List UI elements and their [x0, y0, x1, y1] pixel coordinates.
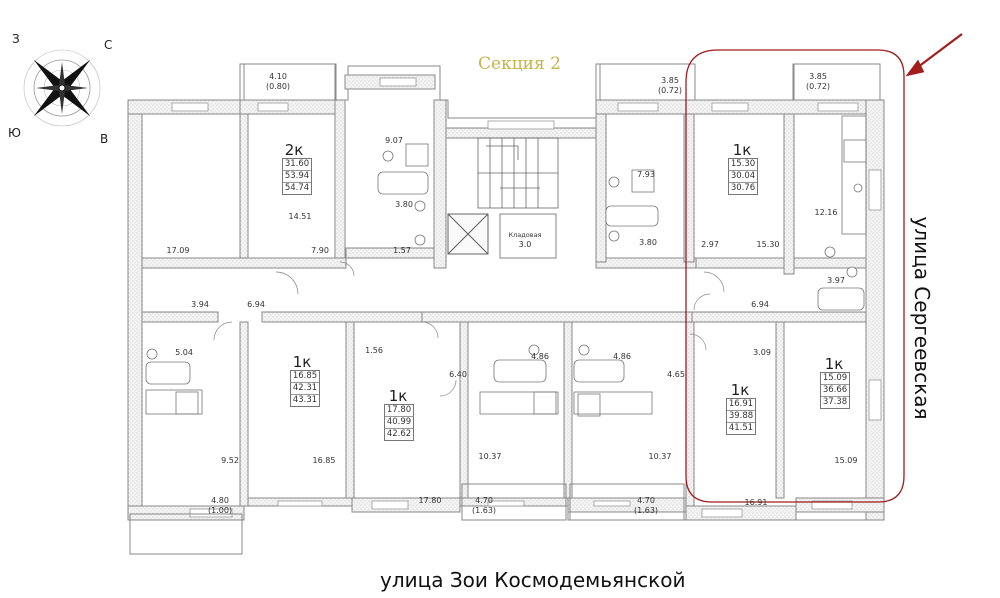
room-area: 6.40	[449, 370, 467, 379]
compass-rose	[23, 49, 101, 127]
elevator-shaft	[447, 213, 489, 255]
balcony-reduced-area: (0.72)	[805, 82, 831, 91]
room-area: 4.86	[613, 352, 631, 361]
room-area: 10.37	[648, 452, 672, 461]
apartment-rooms: 2к	[284, 141, 304, 159]
room-area: 10.37	[478, 452, 502, 461]
room-area: 9.52	[221, 456, 239, 465]
room-area: 2.97	[701, 240, 719, 249]
apartment-rooms: 1к	[292, 353, 312, 371]
apartment-rooms: 1к	[388, 387, 408, 405]
balcony-reduced-area: (0.80)	[265, 82, 291, 91]
apartment-rooms: 1к	[730, 381, 750, 399]
room-area: 7.93	[637, 170, 655, 179]
room-area: 4.86	[531, 352, 549, 361]
room-area: 3.97	[827, 276, 845, 285]
room-area: 16.91	[744, 498, 768, 507]
windows	[171, 77, 882, 518]
street-label-right: улица Сергеевская	[910, 216, 934, 420]
section-title: Секция 2	[478, 54, 561, 74]
room-area: 9.07	[385, 136, 403, 145]
storage-label: Кладовая	[508, 231, 542, 239]
room-area: 1.56	[365, 346, 383, 355]
apartment-rooms: 1к	[732, 141, 752, 159]
balcony-reduced-area: (1.63)	[633, 506, 659, 515]
storage-room	[499, 213, 557, 259]
room-area: 15.09	[834, 456, 858, 465]
compass-east-label: В	[100, 132, 109, 146]
balcony-reduced-area: (0.72)	[657, 86, 683, 95]
balcony-outlines	[129, 63, 881, 555]
balcony-area: 3.85	[661, 76, 679, 85]
balcony-area: 4.70	[637, 496, 655, 505]
room-area: 3.94	[191, 300, 209, 309]
apartment-rooms: 1к	[824, 355, 844, 373]
room-area: 17.80	[418, 496, 442, 505]
compass-west-label: З	[12, 32, 20, 46]
room-area: 15.30	[756, 240, 780, 249]
stairwell	[477, 137, 559, 209]
compass-south-label: Ю	[8, 126, 21, 140]
door-swings	[213, 261, 725, 397]
room-area: 6.94	[247, 300, 265, 309]
highlight-arrow	[905, 33, 963, 77]
kitchen-stoves	[145, 115, 867, 417]
outer-walls	[127, 63, 885, 521]
room-area: 5.04	[175, 348, 193, 357]
room-area: 3.80	[395, 200, 413, 209]
balcony-area: 3.85	[809, 72, 827, 81]
room-area: 12.16	[814, 208, 838, 217]
room-area: 3.80	[639, 238, 657, 247]
room-area: 3.09	[753, 348, 771, 357]
room-area: 4.65	[667, 370, 685, 379]
storage-area: 3.0	[518, 240, 532, 249]
room-area: 16.85	[312, 456, 336, 465]
balcony-area: 4.70	[475, 496, 493, 505]
balcony-reduced-area: (1.00)	[207, 506, 233, 515]
balcony-area: 4.80	[211, 496, 229, 505]
room-area: 14.51	[288, 212, 312, 221]
highlight-outline	[685, 49, 905, 503]
room-area: 17.09	[166, 246, 190, 255]
room-area: 1.57	[393, 246, 411, 255]
street-label-bottom: улица Зои Космодемьянской	[380, 568, 686, 592]
balcony-reduced-area: (1.63)	[471, 506, 497, 515]
bathroom-fixtures	[145, 150, 865, 385]
room-area: 7.90	[311, 246, 329, 255]
room-area: 6.94	[751, 300, 769, 309]
compass-north-label: С	[104, 38, 113, 52]
balcony-area: 4.10	[269, 72, 287, 81]
